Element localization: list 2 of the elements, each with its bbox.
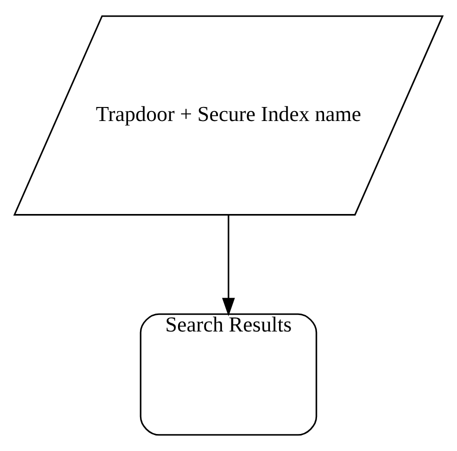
node-box: Search Results bbox=[140, 313, 318, 436]
arrow bbox=[222, 215, 235, 316]
